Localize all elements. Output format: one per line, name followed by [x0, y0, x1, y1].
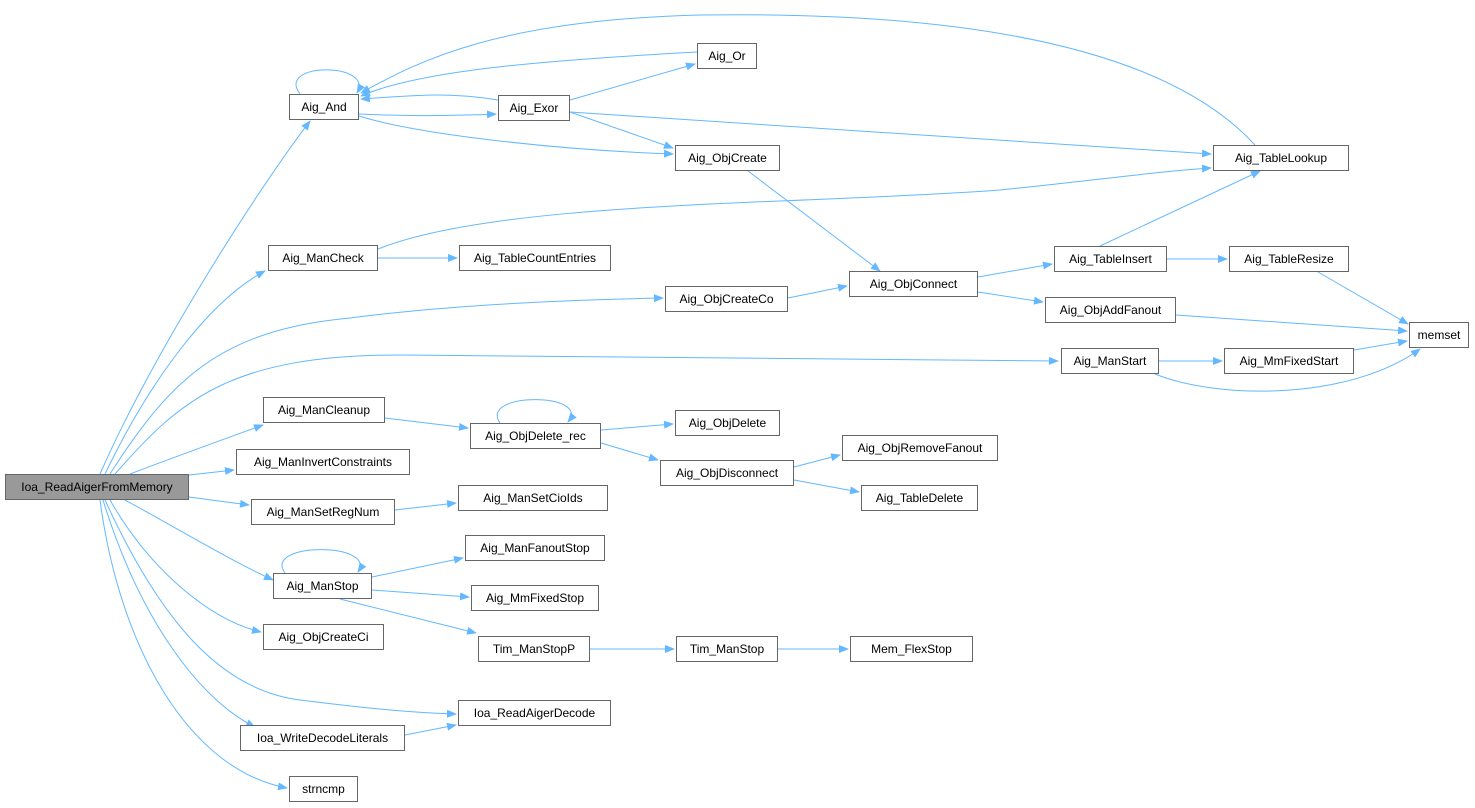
edge-aig-mmfixedstart-memset [1353, 338, 1408, 351]
node-aig-objconnect[interactable]: Aig_ObjConnect [849, 271, 978, 297]
node-aig-manfanoutstop[interactable]: Aig_ManFanoutStop [465, 535, 605, 561]
node-aig-objdisconnect[interactable]: Aig_ObjDisconnect [660, 460, 794, 486]
edge-ioa-writedecodeliterals-ioa-readaigerdecode [404, 722, 457, 736]
edge-aig-objdisconnect-aig-tabledelete [793, 479, 860, 495]
edge-aig-manstop-self [281, 549, 367, 574]
edge-aig-exor-aig-tablelookup [569, 111, 1212, 158]
edge-aig-objdisconnect-aig-objremovefanout [793, 453, 841, 468]
edge-root-aig-manstart [114, 354, 1059, 475]
edge-aig-objdelete-rec-aig-objdisconnect [600, 442, 659, 462]
node-aig-objcreate[interactable]: Aig_ObjCreate [675, 145, 780, 171]
node-mem-flexstop[interactable]: Mem_FlexStop [850, 636, 973, 662]
node-tim-manstop[interactable]: Tim_ManStop [676, 636, 778, 662]
node-aig-tablelookup[interactable]: Aig_TableLookup [1213, 145, 1349, 171]
node-aig-objcreateco[interactable]: Aig_ObjCreateCo [665, 286, 788, 312]
edge-aig-mancleanup-aig-objdelete-rec [384, 417, 469, 431]
edge-aig-tablelookup-aig-and [360, 14, 1256, 146]
edge-aig-mancheck-aig-tablelookup [377, 164, 1212, 250]
node-aig-maninvertconstraints[interactable]: Aig_ManInvertConstraints [236, 449, 410, 475]
edge-aig-manstop-aig-manfanoutstop [371, 555, 464, 578]
node-aig-tabledelete[interactable]: Aig_TableDelete [861, 485, 978, 511]
edge-root-aig-objcreateci [109, 499, 262, 634]
edge-root-aig-mansetregnum [188, 496, 250, 508]
edge-root-ioa-readaigerdecode [104, 499, 457, 718]
edge-aig-objconnect-aig-objaddfanout [977, 291, 1044, 305]
edge-aig-exor-aig-objcreate [569, 111, 674, 149]
node-aig-tablecountentries[interactable]: Aig_TableCountEntries [459, 245, 611, 271]
node-aig-exor[interactable]: Aig_Exor [498, 95, 570, 121]
edge-aig-and-aig-exor [358, 110, 497, 119]
node-aig-mmfixedstop[interactable]: Aig_MmFixedStop [471, 585, 599, 611]
edge-aig-and-self [295, 69, 365, 95]
node-ioa-writedecodeliterals[interactable]: Ioa_WriteDecodeLiterals [240, 725, 405, 751]
edge-aig-exor-aig-and [360, 94, 499, 103]
node-aig-mansetregnum[interactable]: Aig_ManSetRegNum [251, 499, 395, 525]
edge-aig-exor-aig-or [569, 62, 696, 101]
node-aig-mancheck[interactable]: Aig_ManCheck [268, 245, 378, 271]
edge-aig-mansetregnum-aig-mansetcioids [394, 500, 457, 511]
node-aig-or[interactable]: Aig_Or [697, 43, 757, 69]
node-aig-manstart[interactable]: Aig_ManStart [1061, 348, 1159, 374]
edge-aig-objdelete-rec-aig-objdelete [600, 420, 674, 431]
node-aig-objdelete[interactable]: Aig_ObjDelete [675, 410, 780, 436]
edge-aig-and-aig-objcreate [358, 115, 674, 158]
edge-aig-manstop-aig-mmfixedstop [371, 589, 470, 601]
edge-root-aig-mancleanup [129, 424, 264, 475]
edge-aig-manstop-tim-manstopp [339, 598, 477, 635]
edge-root-aig-maninvertconstraints [188, 467, 235, 476]
node-aig-objaddfanout[interactable]: Aig_ObjAddFanout [1045, 297, 1176, 323]
edge-aig-objaddfanout-memset [1175, 314, 1408, 335]
node-aig-mansetcioids[interactable]: Aig_ManSetCioIds [458, 485, 608, 511]
edge-root-aig-manstop [124, 499, 274, 581]
node-aig-objdelete-rec[interactable]: Aig_ObjDelete_rec [470, 423, 601, 449]
node-memset[interactable]: memset [1409, 322, 1469, 348]
edge-aig-objcreateco-aig-objconnect [787, 283, 848, 299]
node-aig-manstop[interactable]: Aig_ManStop [273, 573, 372, 599]
node-ioa-readaigerfrommemory[interactable]: Ioa_ReadAigerFromMemory [5, 474, 189, 500]
node-aig-and[interactable]: Aig_And [289, 94, 359, 120]
edge-root-aig-mancheck [104, 270, 266, 475]
node-aig-tableinsert[interactable]: Aig_TableInsert [1054, 246, 1167, 272]
node-aig-objcreateci[interactable]: Aig_ObjCreateCi [263, 624, 384, 650]
edge-aig-objconnect-aig-tableinsert [977, 261, 1053, 278]
node-strncmp[interactable]: strncmp [289, 776, 358, 802]
node-tim-manstopp[interactable]: Tim_ManStopP [478, 636, 590, 662]
edge-root-aig-and [99, 120, 311, 475]
edge-aig-manstart-memset [1154, 348, 1421, 392]
node-aig-objremovefanout[interactable]: Aig_ObjRemoveFanout [842, 435, 998, 461]
node-aig-mmfixedstart[interactable]: Aig_MmFixedStart [1224, 348, 1354, 374]
edge-aig-objdelete-rec-self [496, 399, 577, 424]
edge-root-ioa-writedecodeliterals [102, 499, 256, 728]
edge-aig-objcreate-aig-objconnect [747, 170, 881, 272]
node-ioa-readaigerdecode[interactable]: Ioa_ReadAigerDecode [458, 700, 611, 726]
edge-root-aig-objcreateco [109, 294, 664, 475]
node-aig-tableresize[interactable]: Aig_TableResize [1229, 246, 1349, 272]
edge-aig-tableinsert-aig-tablelookup [1099, 170, 1261, 247]
edge-root-strncmp [99, 499, 288, 791]
edge-aig-tableresize-memset [1317, 271, 1409, 325]
node-aig-mancleanup[interactable]: Aig_ManCleanup [263, 397, 385, 423]
edge-aig-or-aig-and [360, 51, 698, 97]
